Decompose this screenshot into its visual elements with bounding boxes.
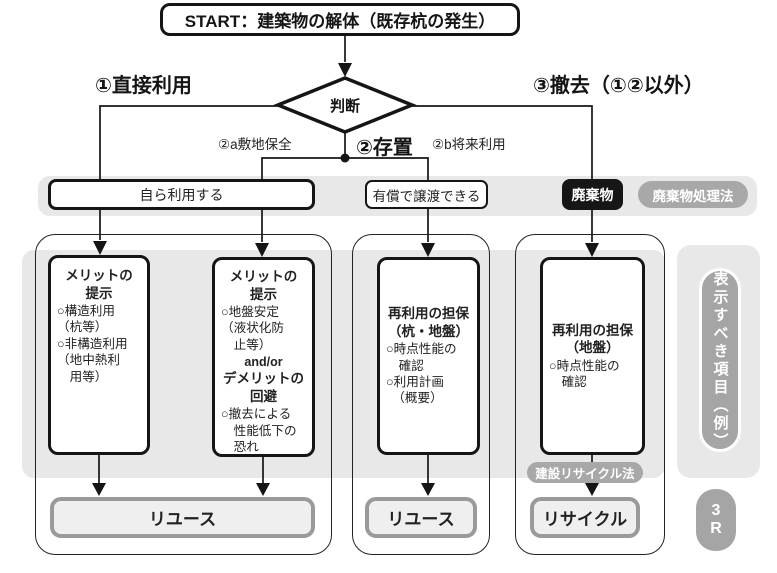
three-r-label: 3 R	[710, 501, 722, 537]
self-use-label: 自ら利用する	[139, 186, 224, 203]
start-label: START：建築物の解体（既存杭の発生）	[184, 12, 496, 31]
split-dot	[340, 153, 350, 163]
paid-transfer-node: 有償で譲渡できる	[365, 180, 488, 209]
assurance-box-2-body: ○時点性能の 確認	[549, 358, 620, 390]
decision-label: 判断	[329, 97, 360, 115]
reuse-box-mid: リユース	[365, 497, 477, 538]
merit-box-2-title: メリットの 提示	[229, 269, 298, 302]
branch-label-keep: ②存置	[356, 137, 413, 159]
assurance-box-2: 再利用の担保 （地盤） ○時点性能の 確認	[540, 257, 645, 455]
waste-law-badge: 廃棄物処理法	[638, 181, 748, 208]
recycle-box: リサイクル	[530, 497, 640, 538]
display-items-label: 表示すべき項目（例）	[711, 271, 729, 451]
waste-node: 廃棄物	[562, 179, 623, 210]
recycle-label: リサイクル	[542, 510, 628, 529]
group-container-direct-use	[35, 234, 332, 555]
merit-box-2: メリットの 提示 ○地盤安定 （液状化防 止等） and/or デメリットの 回…	[212, 257, 315, 457]
merit-box-2-connector: and/or	[244, 355, 283, 370]
reuse-left-label: リユース	[148, 510, 217, 529]
merit-box-2-body1: ○地盤安定 （液状化防 止等）	[221, 305, 284, 352]
group-container-removal	[515, 234, 665, 555]
decision-diamond	[273, 76, 417, 134]
waste-law-badge-label: 廃棄物処理法	[652, 188, 734, 204]
branch-label-future-use: ②b将来利用	[432, 137, 506, 152]
reuse-box-left: リユース	[50, 497, 315, 538]
merit-box-1: メリットの 提示 ○構造利用 （杭等） ○非構造利用 （地中熱利 用等）	[48, 255, 150, 455]
assurance-box-1: 再利用の担保 （杭・地盤） ○時点性能の 確認 ○利用計画 （概要）	[377, 257, 480, 455]
merit-box-2-title2: デメリットの 回避	[223, 371, 304, 404]
reuse-mid-label: リユース	[387, 510, 455, 529]
display-items-badge: 表示すべき項目（例）	[699, 268, 741, 452]
assurance-box-1-body: ○時点性能の 確認 ○利用計画 （概要）	[386, 342, 457, 406]
merit-box-1-title: メリットの 提示	[65, 268, 133, 301]
waste-label: 廃棄物	[571, 186, 614, 203]
branch-label-direct-use: ①直接利用	[95, 75, 192, 97]
branch-label-removal: ③撤去（①②以外）	[533, 75, 704, 97]
branch-label-site-preservation: ②a敷地保全	[218, 137, 292, 152]
start-node: START：建築物の解体（既存杭の発生）	[160, 3, 520, 36]
construction-recycle-law-badge: 建設リサイクル法	[527, 462, 643, 483]
three-r-badge: 3 R	[696, 489, 736, 551]
self-use-node: 自ら利用する	[48, 179, 315, 210]
paid-transfer-label: 有償で譲渡できる	[372, 188, 481, 204]
construction-recycle-law-label: 建設リサイクル法	[535, 467, 635, 481]
group-container-keep	[352, 234, 490, 555]
assurance-box-1-title: 再利用の担保 （杭・地盤）	[388, 306, 469, 339]
merit-box-2-body2: ○撤去による 性能低下の 恐れ	[221, 407, 297, 454]
decision-node: 判断	[305, 95, 385, 115]
merit-box-1-body: ○構造利用 （杭等） ○非構造利用 （地中熱利 用等）	[57, 304, 128, 384]
assurance-box-2-title: 再利用の担保 （地盤）	[552, 322, 633, 356]
